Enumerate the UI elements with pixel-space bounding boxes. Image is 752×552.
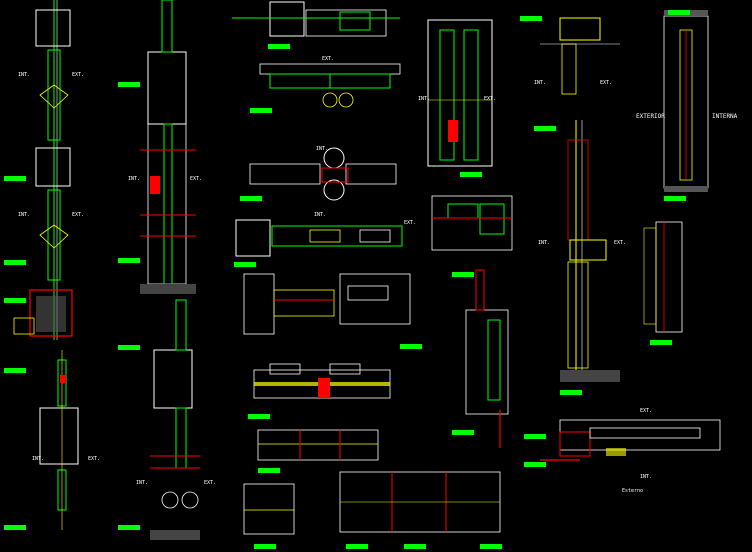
tag-14 <box>400 344 422 349</box>
detail-jamb <box>235 219 403 257</box>
detail-hinge-rounded <box>249 147 397 201</box>
tag-12 <box>240 196 262 201</box>
ext-label-1: EXT. <box>72 72 84 78</box>
tag-23 <box>452 430 474 435</box>
ext-label-8: EXT. <box>484 96 496 102</box>
int-label-10: INT. <box>534 80 546 86</box>
detail-panel-joint <box>253 363 391 399</box>
ext-label-3: EXT. <box>88 456 100 462</box>
int-label-5: INT. <box>136 480 148 486</box>
ext-label-11: EXT. <box>640 408 652 414</box>
tag-10 <box>268 44 290 49</box>
tag-24 <box>520 16 542 21</box>
tag-29 <box>650 340 672 345</box>
detail-corner-joint <box>431 195 513 251</box>
detail-bottom-right-sill <box>540 419 721 461</box>
tag-28 <box>668 10 690 15</box>
tag-27 <box>664 196 686 201</box>
tag-22 <box>452 272 474 277</box>
int-label-1: INT. <box>18 72 30 78</box>
detail-sill <box>259 63 401 108</box>
ext-label-2: EXT. <box>72 212 84 218</box>
tag-21 <box>460 172 482 177</box>
int-label-8: INT. <box>314 212 326 218</box>
int-label-9: INT. <box>418 96 430 102</box>
tag-25 <box>534 126 556 131</box>
tag-6 <box>118 82 140 87</box>
tag-20 <box>480 544 502 549</box>
detail-double-frame <box>243 273 411 335</box>
detail-vertical-mullion <box>465 269 509 448</box>
ext-label-7: EXT. <box>404 220 416 226</box>
detail-top-horizontal <box>232 1 400 37</box>
ext-label-4: EXT. <box>190 176 202 182</box>
section-tall-column <box>140 0 200 540</box>
int-label-2: INT. <box>18 212 30 218</box>
int-label-11: INT. <box>538 240 550 246</box>
tag-4 <box>4 368 26 373</box>
tag-3 <box>4 298 26 303</box>
interna-label: INTERNA <box>712 113 738 120</box>
tag-30 <box>524 434 546 439</box>
tag-5 <box>4 525 26 530</box>
detail-far-right-lower <box>643 221 683 333</box>
tag-31 <box>524 462 546 467</box>
detail-beam-section <box>257 429 379 461</box>
detail-bottom-panels <box>243 471 501 535</box>
tag-19 <box>404 544 426 549</box>
section-left-lower <box>39 350 79 530</box>
ext-label-9: EXT. <box>600 80 612 86</box>
tag-9 <box>118 525 140 530</box>
tag-11 <box>250 108 272 113</box>
detail-far-right <box>663 10 709 192</box>
detail-right-tall <box>560 120 620 382</box>
tag-8 <box>118 345 140 350</box>
tag-13 <box>234 262 256 267</box>
tag-2 <box>4 260 26 265</box>
tag-1 <box>4 176 26 181</box>
tag-15 <box>248 414 270 419</box>
tag-16 <box>258 468 280 473</box>
ext-label-6: EXT. <box>322 56 334 62</box>
tag-18 <box>346 544 368 549</box>
tag-17 <box>254 544 276 549</box>
tag-7 <box>118 258 140 263</box>
int-label-7: INT. <box>316 146 328 152</box>
detail-right-head <box>540 17 620 95</box>
exterior-label: EXTERIOR <box>636 113 665 120</box>
ext-label-5: EXT. <box>204 480 216 486</box>
tag-26 <box>560 390 582 395</box>
section-left-vertical <box>13 0 73 340</box>
ext-label-10: EXT. <box>614 240 626 246</box>
detail-window-elevation <box>427 19 493 167</box>
int-label-4: INT. <box>128 176 140 182</box>
int-label-3: INT. <box>32 456 44 462</box>
int-label-12: INT. <box>640 474 652 480</box>
esterno-label: Esterno <box>622 488 643 494</box>
